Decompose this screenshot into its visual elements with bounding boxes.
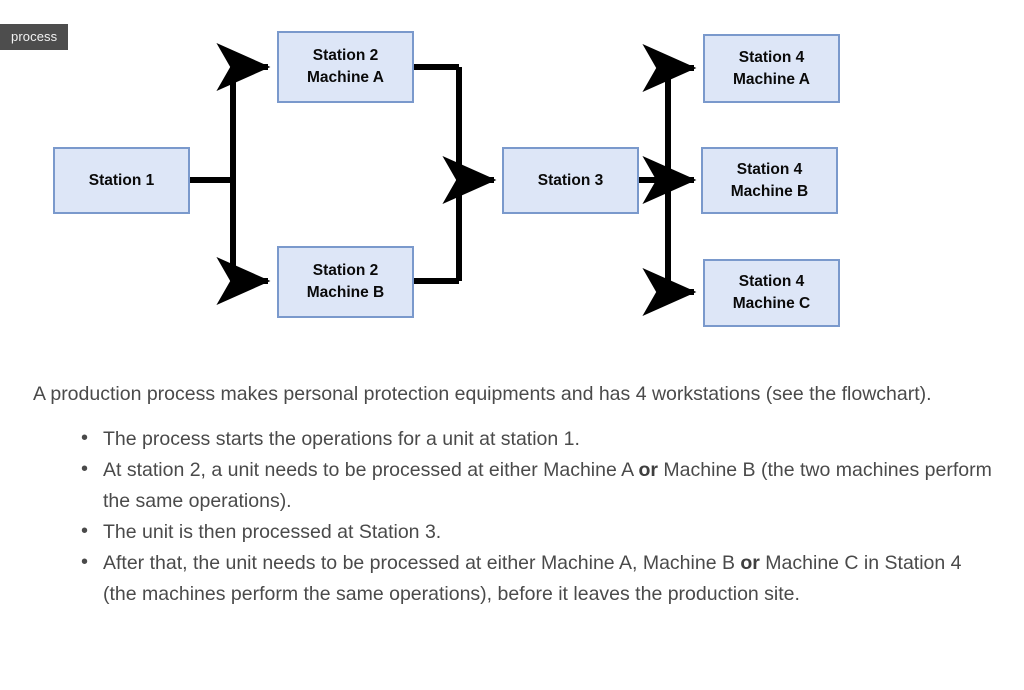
process-step-item: After that, the unit needs to be process… xyxy=(81,547,993,610)
flowchart-node-station-1[interactable]: Station 1 xyxy=(53,147,190,214)
node-line-1: Station 4 xyxy=(736,160,803,178)
step-text: Machine B (the two machines perform the … xyxy=(103,459,992,512)
step-text: Machine C in Station 4 (the machines per… xyxy=(103,552,962,605)
process-tooltip-badge: process xyxy=(0,24,69,50)
step-text: The process starts the operations for a … xyxy=(103,428,580,450)
node-line-2: Machine A xyxy=(307,69,384,86)
flowchart-node-station-4-machine-c[interactable]: Station 4 Machine C xyxy=(703,259,840,327)
process-step-item: The unit is then processed at Station 3. xyxy=(81,516,993,548)
flowchart-connectors xyxy=(190,43,697,316)
step-text: At station 2, a unit needs to be process… xyxy=(103,459,639,481)
node-line-1: Station 3 xyxy=(537,171,604,189)
intro-paragraph: A production process makes personal prot… xyxy=(33,383,932,405)
step-text: The unit is then processed at Station 3. xyxy=(103,521,442,543)
node-line-2: Machine B xyxy=(306,284,385,301)
process-step-item: The process starts the operations for a … xyxy=(81,423,993,455)
problem-description: A production process makes personal prot… xyxy=(33,379,993,610)
node-line-1: Station 4 xyxy=(738,48,805,66)
flowchart-node-station-2-machine-a[interactable]: Station 2 Machine A xyxy=(277,31,414,103)
flowchart-node-station-2-machine-b[interactable]: Station 2 Machine B xyxy=(277,246,414,318)
flowchart-node-station-4-machine-b[interactable]: Station 4 Machine B xyxy=(701,147,838,214)
process-flowchart: Station 1 Station 2 Machine A Station 2 … xyxy=(53,31,840,327)
node-line-1: Station 4 xyxy=(738,273,805,290)
node-line-1: Station 2 xyxy=(312,262,379,279)
node-line-1: Station 1 xyxy=(88,171,155,189)
flowchart-node-station-3[interactable]: Station 3 xyxy=(502,147,639,214)
node-line-2: Machine A xyxy=(733,70,810,88)
process-step-item: At station 2, a unit needs to be process… xyxy=(81,454,993,517)
process-steps-list: The process starts the operations for a … xyxy=(33,423,993,610)
emphasis-text: or xyxy=(638,459,659,481)
node-line-1: Station 2 xyxy=(312,47,379,64)
flowchart-node-station-4-machine-a[interactable]: Station 4 Machine A xyxy=(703,34,840,103)
node-line-2: Machine C xyxy=(732,295,811,312)
emphasis-text: or xyxy=(740,552,760,574)
step-text: After that, the unit needs to be process… xyxy=(103,552,741,574)
node-line-2: Machine B xyxy=(730,182,809,200)
